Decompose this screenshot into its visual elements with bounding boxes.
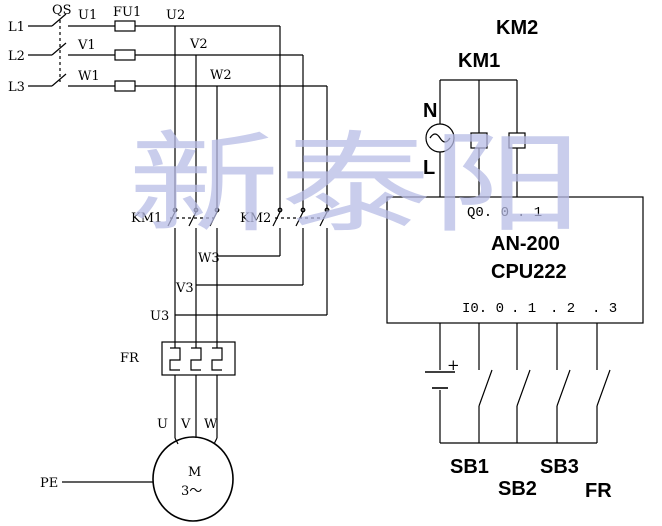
label-v1: V1 <box>77 38 96 53</box>
label-sb2: SB2 <box>498 478 537 500</box>
label-w1: W1 <box>78 69 100 84</box>
label-fr: FR <box>120 351 140 366</box>
label-l1: L1 <box>8 20 25 35</box>
label-v3: V3 <box>175 281 194 296</box>
label-i01: . 1 <box>511 301 536 317</box>
label-l3: L3 <box>8 80 25 95</box>
input-switches <box>478 323 611 443</box>
label-terminal-w: W <box>204 417 218 432</box>
label-u3: U3 <box>150 309 169 324</box>
plc-cpu: CPU222 <box>491 261 567 283</box>
label-i00: I0. 0 <box>462 301 504 317</box>
label-battery-plus: + <box>447 356 460 374</box>
plc-model: AN-200 <box>491 233 560 255</box>
watermark-text: 新泰阳 <box>128 120 583 248</box>
label-pe: PE <box>40 476 58 491</box>
label-i02: . 2 <box>550 301 575 317</box>
battery-icon <box>425 371 455 389</box>
label-motor-m: M <box>188 465 201 480</box>
main-switch <box>51 13 67 87</box>
plc-unit <box>386 196 644 324</box>
plc-circuit <box>386 79 644 444</box>
label-sb3: SB3 <box>540 456 579 478</box>
label-coil-km1: KM1 <box>458 50 500 72</box>
km2-contacts <box>272 207 330 227</box>
label-v2: V2 <box>189 37 208 52</box>
label-line: L <box>423 157 435 179</box>
label-neutral: N <box>423 100 437 122</box>
label-coil-km2: KM2 <box>496 17 538 39</box>
label-qs: QS <box>52 3 72 18</box>
label-w2: W2 <box>210 68 232 83</box>
motor <box>62 436 234 522</box>
label-q00: Q0. 0 <box>467 205 509 221</box>
label-km1-contacts: KM1 <box>131 211 162 226</box>
label-km2-contacts: KM2 <box>240 211 271 226</box>
label-q01: . 1 <box>517 205 542 221</box>
overload-relay <box>161 341 236 376</box>
label-w3: W3 <box>198 251 220 266</box>
label-u1: U1 <box>78 8 97 23</box>
label-motor-rating: 3～ <box>181 484 202 499</box>
label-fu1: FU1 <box>113 5 141 20</box>
label-i03: . 3 <box>592 301 617 317</box>
label-sb1: SB1 <box>450 456 489 478</box>
label-u2: U2 <box>166 8 185 23</box>
label-fr-input: FR <box>585 480 612 502</box>
label-terminal-v: V <box>180 417 191 432</box>
fuses <box>114 20 136 92</box>
km1-contacts <box>167 207 220 227</box>
label-l2: L2 <box>8 49 25 64</box>
label-terminal-u: U <box>157 417 168 432</box>
power-circuit <box>28 13 330 522</box>
